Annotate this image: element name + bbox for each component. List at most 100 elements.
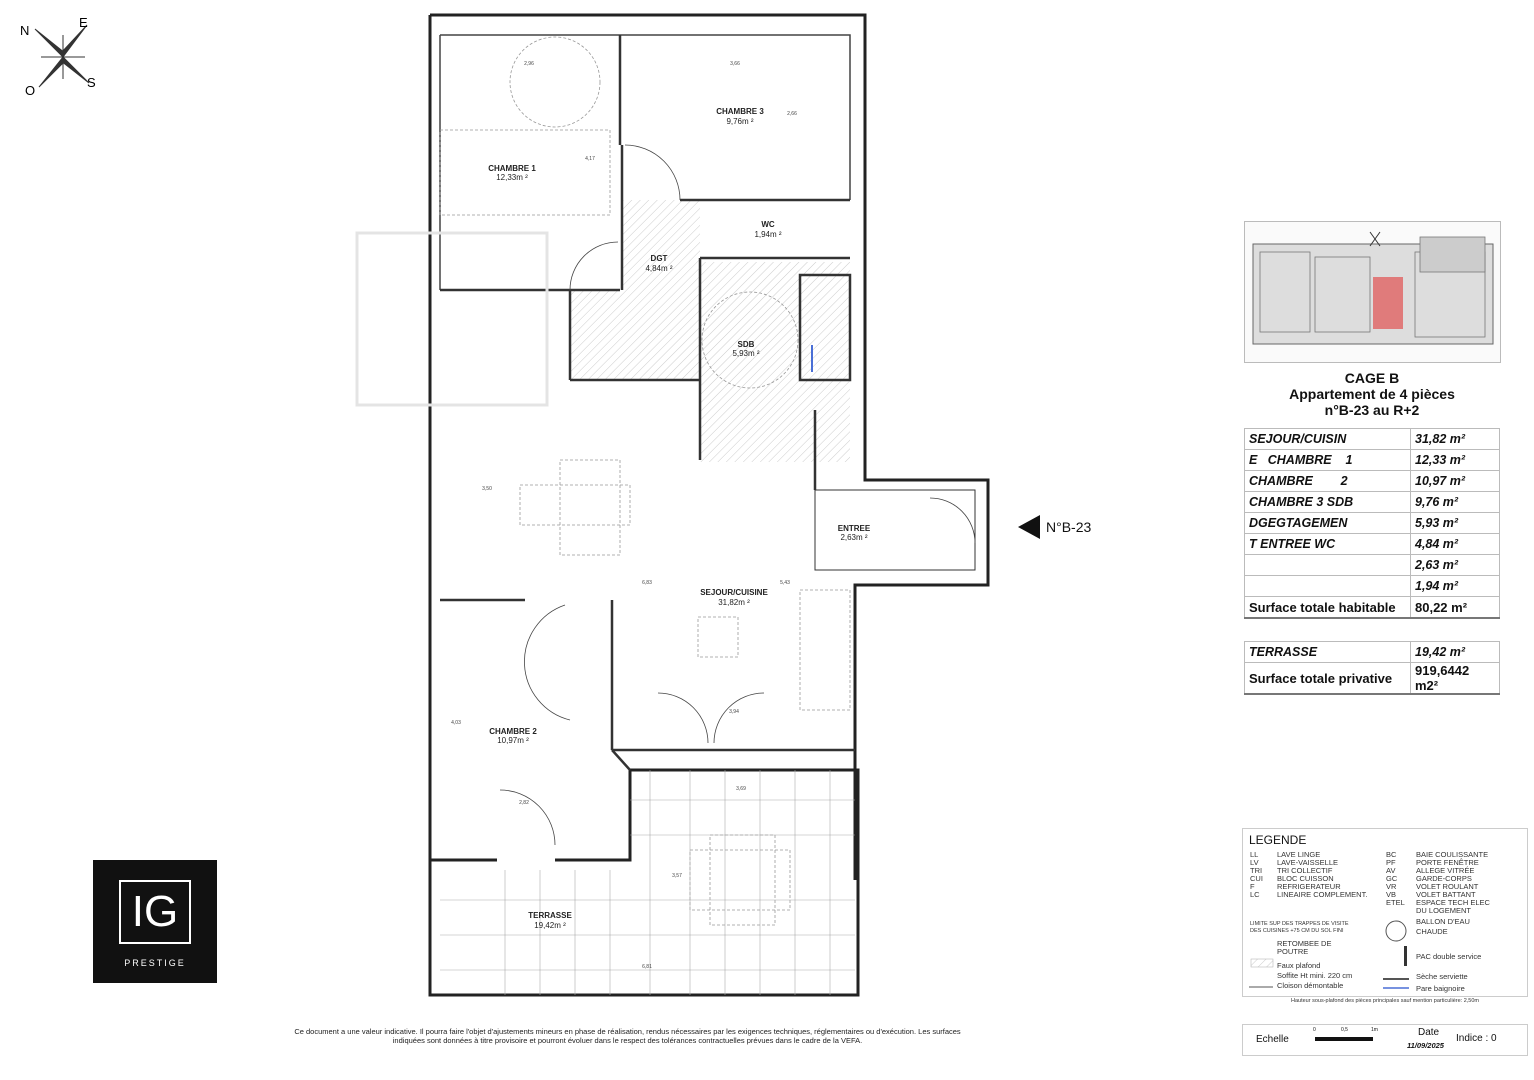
room-sejour-area: 31,82m ² <box>718 598 750 607</box>
faux-plafond-area <box>570 290 622 380</box>
legend-title: LEGENDE <box>1249 833 1307 847</box>
terrasse-value: 19,42 m² <box>1410 641 1500 663</box>
row-label <box>1244 575 1411 597</box>
pac-icon <box>1404 946 1407 966</box>
logo-subtitle: PRESTIGE <box>124 958 186 968</box>
room-wc-area: 1,94m ² <box>754 230 781 239</box>
terrace-tiles <box>440 770 855 995</box>
hatch-icon <box>1250 958 1274 968</box>
row-label: CHAMBRE 3 SDB <box>1244 491 1411 513</box>
building-key-plan <box>1244 221 1501 363</box>
legend-retombee: RETOMBEE DE POUTRE <box>1277 939 1332 956</box>
room-chambre2-label: CHAMBRE 2 <box>489 727 537 736</box>
ballon-icon <box>1385 920 1407 942</box>
cage-label: CAGE B <box>1344 370 1400 386</box>
compass-o: O <box>25 83 35 98</box>
dimension: 5,43 <box>780 580 790 586</box>
room-chambre3-label: CHAMBRE 3 <box>716 107 764 116</box>
dimension: 4,17 <box>585 156 595 162</box>
room-chambre1-label: CHAMBRE 1 <box>488 164 536 173</box>
dimension: 3,57 <box>672 873 682 879</box>
legend-trappes: LIMITE SUP DES TRAPPES DE VISITE DES CUI… <box>1250 921 1349 934</box>
room-sdb-area: 5,93m ² <box>732 349 759 358</box>
scale-tick: 0,5 <box>1341 1027 1348 1033</box>
room-entree-label: ENTREE <box>838 524 871 533</box>
compass-s: S <box>87 75 96 90</box>
room-terrasse-area: 19,42m ² <box>534 921 566 930</box>
room-chambre2-area: 10,97m ² <box>497 736 529 745</box>
legend-faux-plafond: Faux plafond Soffite Ht mini. 220 cm <box>1277 961 1353 980</box>
scale-label: Echelle <box>1256 1034 1289 1045</box>
legend-left-codes: LL LV TRI CUI F LC <box>1250 850 1263 899</box>
scale-date-block: Echelle 0 0,5 1m Date 11/09/2025 Indice … <box>1242 1024 1528 1056</box>
room-dgt-area: 4,84m ² <box>645 264 672 273</box>
legend-left-labels: LAVE LINGE LAVE-VAISSELLE TRI COLLECTIF … <box>1277 850 1368 899</box>
indice: Indice : 0 <box>1456 1033 1497 1044</box>
row-value: 10,97 m² <box>1410 470 1500 492</box>
legend-right-codes: BC PF AV GC VR VB ETEL <box>1386 850 1405 907</box>
unit-marker: N°B-23 <box>1018 515 1091 539</box>
table-row: 2,63 m² <box>1244 554 1500 576</box>
dimension: 3,66 <box>730 61 740 67</box>
row-value: 5,93 m² <box>1410 512 1500 534</box>
row-value: 1,94 m² <box>1410 575 1500 597</box>
room-chambre3-area: 9,76m ² <box>726 117 753 126</box>
door-swings <box>499 144 976 846</box>
row-value: 4,84 m² <box>1410 533 1500 555</box>
total-privative-label: Surface totale privative <box>1244 662 1411 695</box>
total-habitable-label: Surface totale habitable <box>1244 596 1411 619</box>
room-wc-label: WC <box>761 220 775 229</box>
apartment-type: Appartement de 4 pièces <box>1289 386 1455 402</box>
dimension: 6,81 <box>642 964 652 970</box>
dimension: 3,69 <box>736 786 746 792</box>
legend-pare: Pare baignoire <box>1416 984 1465 993</box>
dimension: 2,82 <box>519 800 529 806</box>
row-label: E CHAMBRE 1 <box>1244 449 1411 471</box>
highlighted-unit <box>1373 277 1403 329</box>
legend: LEGENDE LL LV TRI CUI F LC LAVE LINGE LA… <box>1242 828 1528 997</box>
row-label: SEJOUR/CUISIN <box>1244 428 1411 450</box>
total-privative-value: 919,6442 m2² <box>1410 662 1500 695</box>
compass-rose-icon: N E S O <box>20 15 96 98</box>
row-label <box>1244 554 1411 576</box>
dimension: 3,94 <box>729 709 739 715</box>
compass-e: E <box>79 15 88 30</box>
row-value: 12,33 m² <box>1410 449 1500 471</box>
row-value: 9,76 m² <box>1410 491 1500 513</box>
interior-walls <box>440 35 976 771</box>
legend-ballon: BALLON D'EAU CHAUDE <box>1416 917 1470 936</box>
room-entree-area: 2,63m ² <box>840 533 867 542</box>
disclaimer: Ce document a une valeur indicative. Il … <box>294 1027 961 1045</box>
table-row: 1,94 m² <box>1244 575 1500 597</box>
room-terrasse-label: TERRASSE <box>528 911 572 920</box>
row-value: 31,82 m² <box>1410 428 1500 450</box>
unit-marker-label: N°B-23 <box>1046 519 1092 535</box>
faux-plafond-sdb <box>700 262 850 462</box>
compass-n: N <box>20 23 29 38</box>
ig-prestige-logo: IG PRESTIGE <box>93 860 217 983</box>
furniture-outlines <box>439 36 851 926</box>
scale-bar <box>1315 1037 1373 1041</box>
legend-right-labels: BAIE COULISSANTE PORTE FENÊTRE ALLEGE VI… <box>1416 850 1490 915</box>
legend-pac: PAC double service <box>1416 952 1482 961</box>
apartment-title: CAGE B Appartement de 4 pièces n°B-23 au… <box>1244 370 1500 418</box>
total-habitable-value: 80,22 m² <box>1410 596 1500 619</box>
room-dgt-label: DGT <box>651 254 668 263</box>
scale-tick: 0 <box>1313 1027 1316 1033</box>
legend-seche: Sèche serviette <box>1416 972 1468 981</box>
date-value: 11/09/2025 <box>1407 1041 1444 1050</box>
row-label: T ENTREE WC <box>1244 533 1411 555</box>
row-label: DGEGTAGEMEN <box>1244 512 1411 534</box>
terrasse-label: TERRASSE <box>1244 641 1411 663</box>
dimension: 3,50 <box>482 486 492 492</box>
logo-mark: IG <box>119 880 191 944</box>
unit-arrow-icon <box>1018 515 1040 539</box>
